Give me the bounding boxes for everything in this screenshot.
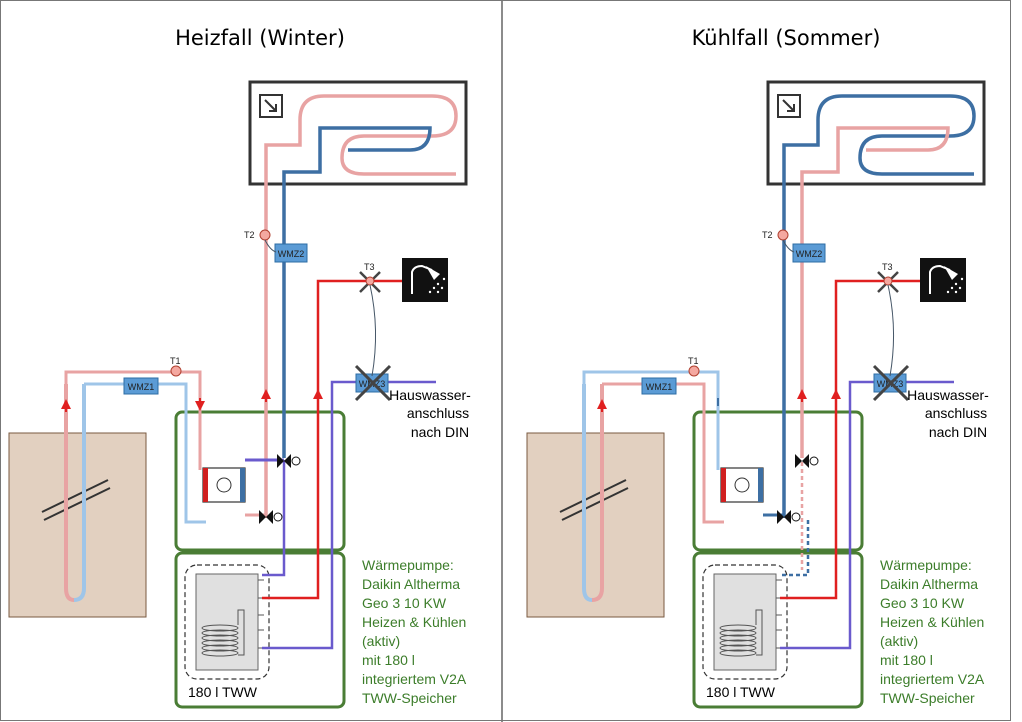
panel-heating: WMZ1 WMZ2 WMZ3 T1 T2 T3 Heizfall (Winter… (7, 26, 471, 709)
heat-exchanger (202, 467, 246, 503)
house-connection-line-3: nach DIN (929, 424, 987, 440)
meter-wmz2 (274, 243, 308, 263)
valve-lower (777, 510, 801, 524)
heatpump-info-7: integriertem V2A (362, 671, 467, 687)
sensor-t1-label: T1 (688, 356, 699, 366)
floor-return-line (800, 126, 950, 458)
compressor-icon (734, 477, 750, 493)
meter-wmz2-label: WMZ2 (796, 249, 823, 259)
valve-upper (277, 454, 301, 468)
heatpump-info-6: mit 180 l (362, 652, 415, 668)
heatpump-info-8: TWW-Speicher (880, 690, 975, 706)
sensor-t2-label: T2 (762, 230, 773, 240)
heatpump-info-3: Geo 3 10 KW (362, 595, 447, 611)
house-connection-line-1: Hauswasser- (907, 387, 989, 403)
heatpump-info-4: Heizen & Kühlen (880, 614, 984, 630)
house-connection-line-3: nach DIN (411, 424, 469, 440)
sensor-t2-label: T2 (244, 230, 255, 240)
meter-wmz1 (123, 377, 159, 395)
heatpump-info-2: Daikin Altherma (362, 576, 460, 592)
brine-flow-line (73, 384, 86, 602)
flow-arrows (597, 389, 841, 412)
house-connection-line-1: Hauswasser- (389, 387, 471, 403)
sensor-t3-label: T3 (882, 262, 893, 272)
meter-wmz1 (641, 377, 677, 395)
compressor-icon (216, 477, 232, 493)
panel-cooling: WMZ1 WMZ2 WMZ3 T1 T2 T3 Kühlfall (Sommer… (525, 26, 989, 709)
meter-wmz1-label: WMZ1 (646, 382, 673, 392)
heatpump-info-7: integriertem V2A (880, 671, 985, 687)
meter-wmz2 (792, 243, 826, 263)
panel-title-cooling: Kühlfall (Sommer) (692, 26, 881, 50)
heatpump-info-4: Heizen & Kühlen (362, 614, 466, 630)
tank-label: 180 l TWW (188, 684, 258, 700)
sensor-t1-label: T1 (170, 356, 181, 366)
heat-exchanger (720, 467, 764, 503)
meter-wmz2-label: WMZ2 (278, 249, 305, 259)
heatpump-info-1: Wärmepumpe: (362, 557, 454, 573)
panel-title-heating: Heizfall (Winter) (175, 26, 345, 50)
brine-flow-line (582, 384, 593, 602)
tank-label: 180 l TWW (706, 684, 776, 700)
brine-return-line (591, 384, 604, 602)
sensor-t3 (365, 276, 375, 286)
sensor-t2 (777, 229, 789, 241)
floor-supply-line (264, 94, 458, 518)
brine-hot-line (64, 370, 202, 470)
heatpump-info-3: Geo 3 10 KW (880, 595, 965, 611)
house-connection-line-2: anschluss (407, 405, 469, 421)
floor-supply-line (782, 94, 976, 518)
heatpump-info-1: Wärmepumpe: (880, 557, 972, 573)
sensor-t2 (259, 229, 271, 241)
valve-upper (795, 454, 819, 468)
flow-arrows (61, 389, 323, 412)
sensor-t3-label: T3 (364, 262, 375, 272)
heatpump-info-8: TWW-Speicher (362, 690, 457, 706)
heatpump-info-2: Daikin Altherma (880, 576, 978, 592)
heatpump-info-5: (aktiv) (880, 633, 918, 649)
valve-lower (259, 510, 283, 524)
heatpump-info-5: (aktiv) (362, 633, 400, 649)
heatpump-info-6: mit 180 l (880, 652, 933, 668)
dhw-hot-line (262, 279, 402, 600)
brine-cold-line (84, 382, 206, 524)
brine-return-line (64, 384, 75, 602)
sensor-t3 (883, 276, 893, 286)
floor-return-line (282, 126, 432, 458)
house-connection-line-2: anschluss (925, 405, 987, 421)
sensor-t1 (688, 365, 700, 377)
meter-wmz1-label: WMZ1 (128, 382, 155, 392)
sensor-t1 (170, 365, 182, 377)
